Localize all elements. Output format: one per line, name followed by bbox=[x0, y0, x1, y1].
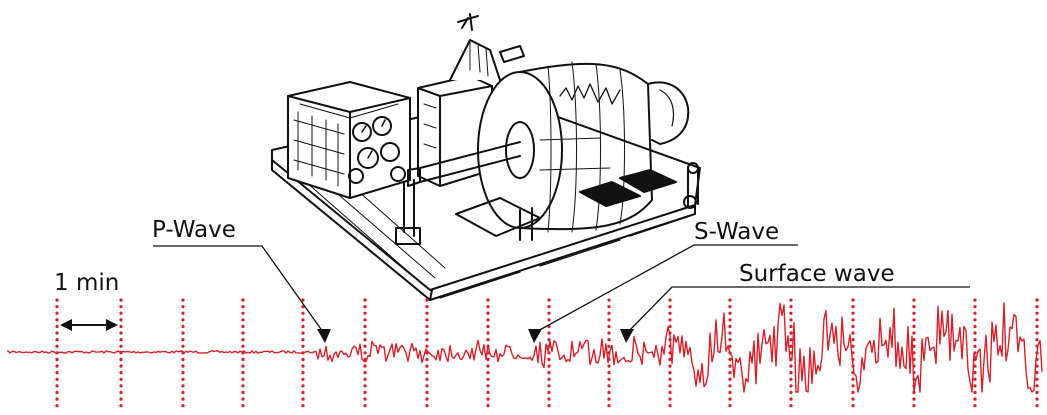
leader-lines bbox=[153, 244, 970, 333]
seismogram-trace bbox=[7, 302, 1043, 393]
drum-seismograph-icon bbox=[271, 13, 701, 301]
double-arrow-icon bbox=[60, 319, 118, 331]
p-wave-label: P-Wave bbox=[152, 217, 236, 243]
arrow-down-icon bbox=[317, 329, 634, 343]
surface-wave-label: Surface wave bbox=[739, 261, 895, 287]
s-wave-label: S-Wave bbox=[694, 219, 780, 245]
time-marks bbox=[55, 298, 1039, 410]
time-scale-label: 1 min bbox=[54, 270, 120, 296]
